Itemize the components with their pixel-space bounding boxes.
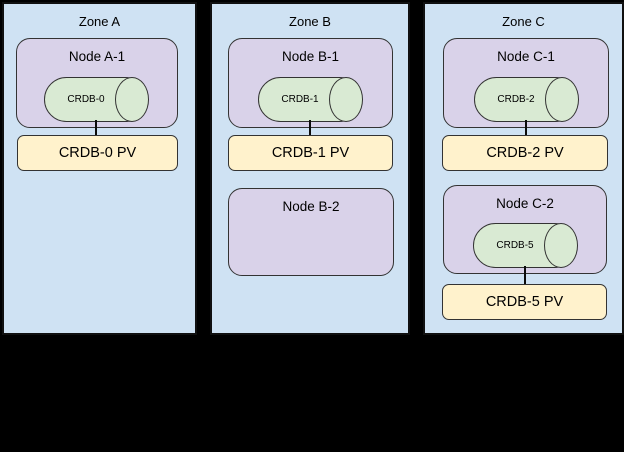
zone-b-label: Zone B <box>289 14 331 29</box>
node-b2-label: Node B-2 <box>282 199 340 214</box>
zone-a: Zone A Node A-1 CRDB-0 CRDB-0 PV <box>2 2 197 335</box>
pod-crdb-2-label: CRDB-2 <box>497 94 535 105</box>
pod-crdb-5-label: CRDB-5 <box>496 240 534 251</box>
zone-a-label: Zone A <box>78 14 121 29</box>
pod-crdb-1-cylinder: CRDB-1 <box>258 76 363 122</box>
connector-crdb1-to-pv <box>309 120 311 136</box>
crdb-1-pv-box: CRDB-1 PV <box>228 135 393 171</box>
crdb-2-pv-label: CRDB-2 PV <box>486 145 564 161</box>
node-c2-label: Node C-2 <box>496 196 554 211</box>
cylinder-face-ellipse <box>328 76 363 122</box>
connector-crdb5-to-pv <box>524 266 526 284</box>
cylinder-face-ellipse <box>114 76 149 122</box>
node-c1-label: Node C-1 <box>497 49 555 64</box>
node-b2: Node B-2 <box>228 188 394 276</box>
pod-crdb-1-label: CRDB-1 <box>281 94 319 105</box>
crdb-2-pv-box: CRDB-2 PV <box>442 135 608 171</box>
zone-c-label: Zone C <box>502 14 545 29</box>
zone-b: Zone B Node B-1 CRDB-1 CRDB-1 PV Node B-… <box>210 2 410 335</box>
node-b1-label: Node B-1 <box>281 49 340 64</box>
crdb-5-pv-label: CRDB-5 PV <box>485 294 564 310</box>
connector-crdb0-to-pv <box>95 120 97 136</box>
crdb-0-pv-label: CRDB-0 PV <box>58 145 137 161</box>
cylinder-face-ellipse <box>544 76 579 122</box>
pod-crdb-0-label: CRDB-0 <box>67 94 105 105</box>
node-a1-label: Node A-1 <box>68 49 126 64</box>
pod-crdb-0-cylinder: CRDB-0 <box>44 76 149 122</box>
connector-crdb2-to-pv <box>525 120 527 136</box>
pod-crdb-5-cylinder: CRDB-5 <box>473 222 578 268</box>
pod-crdb-2-cylinder: CRDB-2 <box>474 76 579 122</box>
crdb-1-pv-label: CRDB-1 PV <box>271 145 350 161</box>
crdb-0-pv-box: CRDB-0 PV <box>17 135 178 171</box>
crdb-5-pv-box: CRDB-5 PV <box>442 284 607 320</box>
zone-c: Zone C Node C-1 CRDB-2 CRDB-2 PV Node C-… <box>423 2 624 335</box>
cylinder-face-ellipse <box>543 222 578 268</box>
